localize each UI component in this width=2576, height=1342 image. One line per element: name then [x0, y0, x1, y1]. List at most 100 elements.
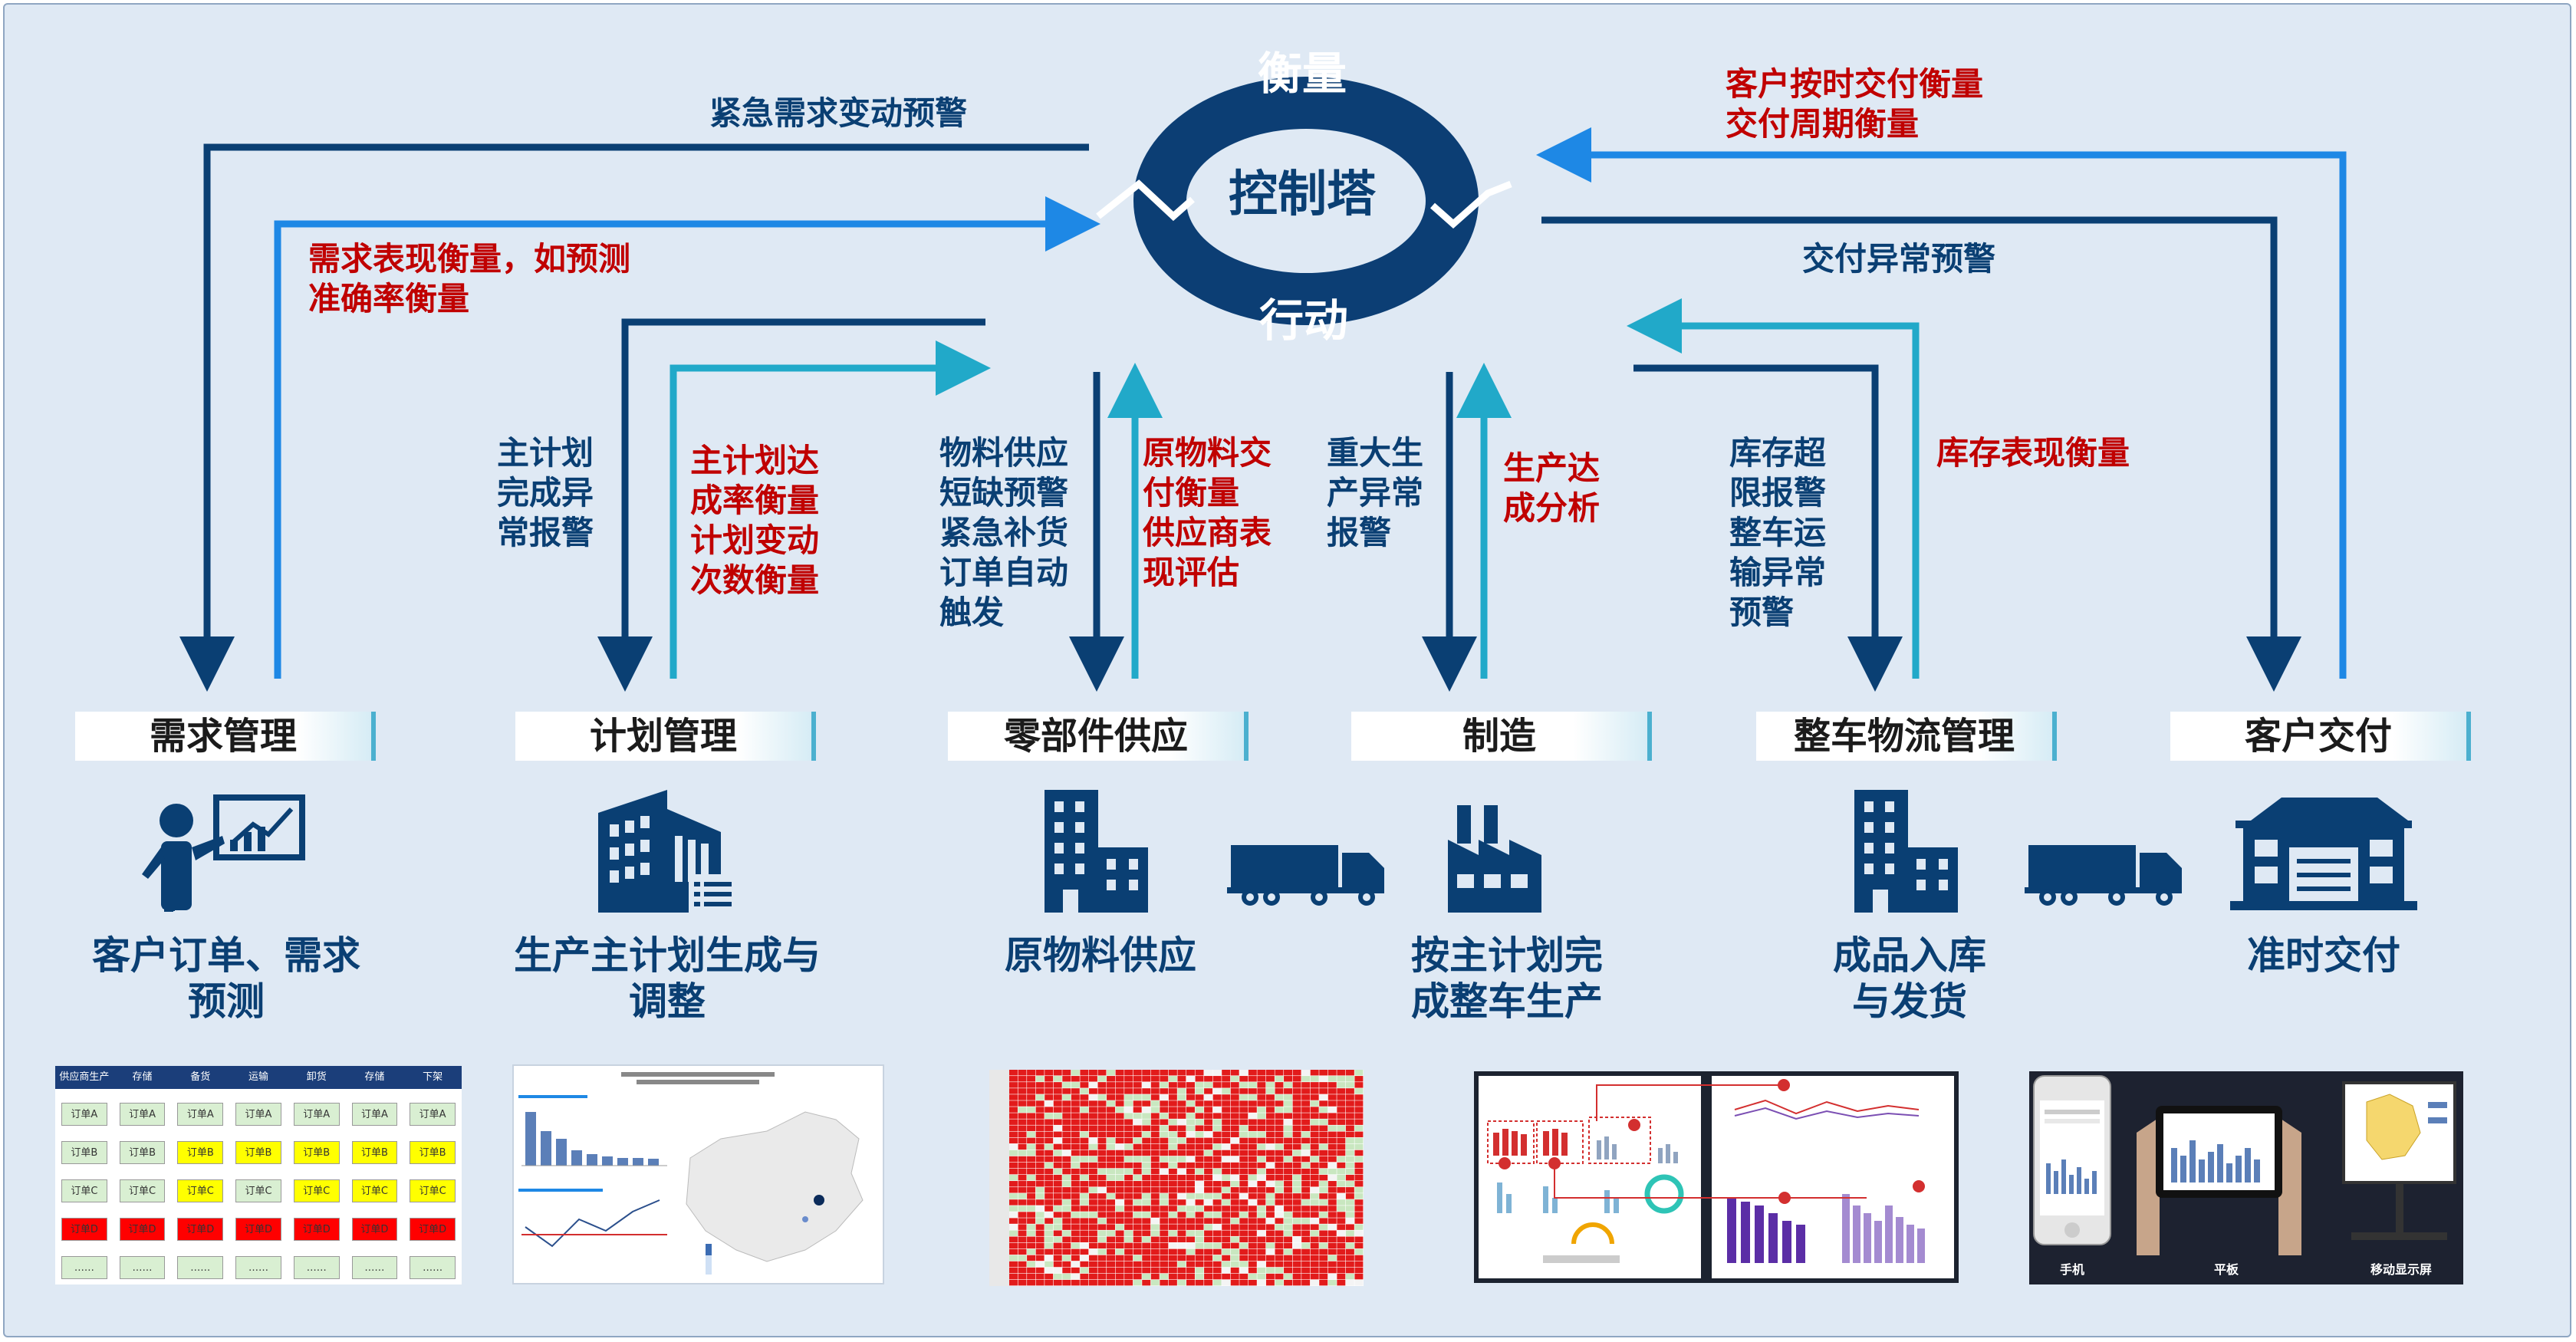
- heatmap-cell: [1124, 1212, 1133, 1218]
- heatmap-cell: [1133, 1279, 1142, 1286]
- heatmap-cell: [1337, 1181, 1346, 1187]
- heatmap-cell: [1345, 1119, 1354, 1125]
- heatmap-cell: [1088, 1143, 1097, 1150]
- heatmap-cell: [1133, 1119, 1142, 1125]
- heatmap-cell: [1337, 1242, 1346, 1249]
- heatmap-cell: [1035, 1088, 1045, 1094]
- heatmap-cell: [1018, 1150, 1027, 1156]
- heatmap-cell: [1275, 1094, 1284, 1100]
- heatmap-cell: [1230, 1100, 1239, 1107]
- heatmap-cell: [1222, 1143, 1231, 1150]
- heatmap-cell: [1310, 1082, 1319, 1088]
- heatmap-cell: [1088, 1248, 1097, 1255]
- note-demand-measure: 需求表现衡量，如预测 准确率衡量: [308, 240, 631, 317]
- heatmap-cell: [1222, 1199, 1231, 1205]
- heatmap-cell: [1142, 1261, 1151, 1268]
- heatmap-cell: [1142, 1168, 1151, 1175]
- heatmap-cell: [1319, 1193, 1328, 1199]
- heatmap-cell: [1292, 1137, 1301, 1144]
- heatmap-cell: [1284, 1273, 1292, 1280]
- heatmap-cell: [1018, 1168, 1027, 1175]
- heatmap-cell: [1053, 1224, 1062, 1230]
- heatmap-cell: [1107, 1150, 1115, 1156]
- heatmap-cell: [1097, 1199, 1107, 1205]
- heatmap-cell: [1195, 1255, 1204, 1261]
- heatmap-cell: [1053, 1181, 1062, 1187]
- heatmap-cell: [1035, 1212, 1045, 1218]
- heatmap-cell: [1310, 1088, 1319, 1094]
- heatmap-cell: [1177, 1181, 1186, 1187]
- heatmap-cell: [1080, 1113, 1089, 1119]
- heatmap-cell: [1239, 1137, 1249, 1144]
- table-cell: 订单A: [351, 1103, 398, 1126]
- heatmap-cell: [1045, 1131, 1054, 1138]
- heatmap-cell: [1204, 1273, 1213, 1280]
- heatmap-cell: [1080, 1088, 1089, 1094]
- table-cell: 订单A: [235, 1103, 281, 1126]
- heatmap-cell: [1150, 1094, 1160, 1100]
- heatmap-cell: [1292, 1107, 1301, 1113]
- heatmap-cell: [1310, 1174, 1319, 1181]
- heatmap-cell: [1080, 1156, 1089, 1163]
- heatmap-cell: [1204, 1082, 1213, 1088]
- table-cell: 订单B: [177, 1141, 224, 1164]
- heatmap-cell: [1097, 1168, 1107, 1175]
- stage-label-plan: 计划管理: [515, 712, 816, 761]
- heatmap-cell: [1035, 1187, 1045, 1193]
- table-cell: 订单A: [61, 1103, 107, 1126]
- table-cell: ……: [351, 1256, 398, 1279]
- heatmap-cell: [1345, 1279, 1354, 1286]
- heatmap-cell: [1097, 1131, 1107, 1138]
- heatmap-cell: [1027, 1143, 1036, 1150]
- heatmap-cell: [1062, 1150, 1071, 1156]
- heatmap-cell: [1053, 1199, 1062, 1205]
- heatmap-cell: [1345, 1150, 1354, 1156]
- heatmap-cell: [1027, 1199, 1036, 1205]
- heatmap-cell: [1168, 1137, 1177, 1144]
- heatmap-cell: [1301, 1236, 1311, 1242]
- heatmap-cell: [1107, 1248, 1115, 1255]
- control-tower-ring: [1096, 77, 1512, 325]
- heatmap-cell: [1204, 1070, 1213, 1076]
- heatmap-cell: [1239, 1100, 1249, 1107]
- heatmap-cell: [1027, 1100, 1036, 1107]
- heatmap-cell: [1133, 1076, 1142, 1082]
- heatmap-cell: [1212, 1156, 1222, 1163]
- table-header-cell: 存储: [132, 1071, 153, 1083]
- heatmap-cell: [1204, 1137, 1213, 1144]
- heatmap-cell: [1292, 1076, 1301, 1082]
- heatmap-cell: [1354, 1125, 1364, 1131]
- mobile-display-device: [2342, 1081, 2456, 1240]
- heatmap-cell: [1035, 1137, 1045, 1144]
- heatmap-cell: [1160, 1162, 1169, 1169]
- heatmap-cell: [1009, 1094, 1018, 1100]
- heatmap-cell: [1071, 1082, 1080, 1088]
- heatmap-cell: [1284, 1125, 1292, 1131]
- heatmap-cell: [1018, 1187, 1027, 1193]
- heatmap-cell: [1248, 1100, 1257, 1107]
- heatmap-cell: [1009, 1230, 1018, 1236]
- heatmap-cell: [1222, 1267, 1231, 1274]
- heatmap-cell: [1212, 1070, 1222, 1076]
- heatmap-cell: [1301, 1119, 1311, 1125]
- heatmap-cell: [1230, 1174, 1239, 1181]
- heatmap-cell: [1327, 1082, 1337, 1088]
- heatmap-cell: [1045, 1181, 1054, 1187]
- heatmap-cell: [1239, 1070, 1249, 1076]
- heatmap-cell: [1275, 1156, 1284, 1163]
- heatmap-cell: [1186, 1248, 1195, 1255]
- heatmap-cell: [1292, 1125, 1301, 1131]
- heatmap-cell: [1097, 1143, 1107, 1150]
- heatmap-cell: [1222, 1279, 1231, 1286]
- heatmap-cell: [1284, 1230, 1292, 1236]
- heatmap-cell: [1160, 1100, 1169, 1107]
- heatmap-cell: [1027, 1125, 1036, 1131]
- heatmap-cell: [1230, 1230, 1239, 1236]
- heatmap-cell: [1009, 1212, 1018, 1218]
- heatmap-cell: [1337, 1113, 1346, 1119]
- heatmap-cell: [1097, 1187, 1107, 1193]
- heatmap-cell: [1204, 1094, 1213, 1100]
- heatmap-cell: [1107, 1156, 1115, 1163]
- heatmap-cell: [1009, 1162, 1018, 1169]
- heatmap-cell: [1284, 1150, 1292, 1156]
